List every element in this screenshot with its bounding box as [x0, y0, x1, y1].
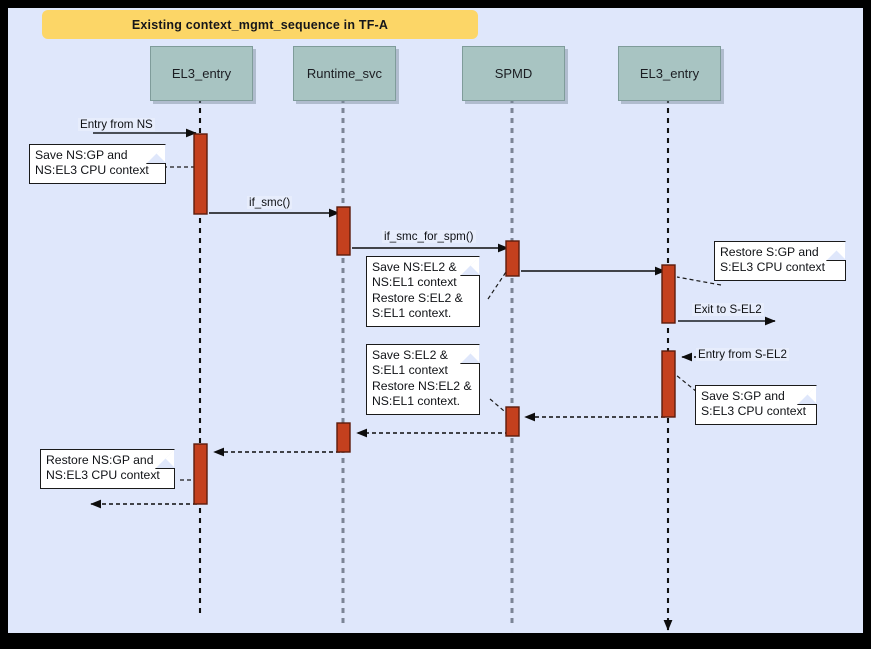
note-text: Save NS:GP and NS:EL3 CPU context [35, 148, 149, 178]
actor-label: Runtime_svc [306, 66, 383, 81]
note-text: Save S:EL2 & S:EL1 context Restore NS:EL… [372, 348, 472, 409]
note-text: Save S:GP and S:EL3 CPU context [701, 389, 806, 419]
note-save-ns-el2: Save NS:EL2 & NS:EL1 context Restore S:E… [366, 256, 480, 327]
actor-spmd[interactable]: SPMD [462, 46, 565, 101]
diagram-canvas: Existing context_mgmt_sequence in TF-A [8, 8, 863, 633]
activation-el3-entry-left-1 [193, 133, 208, 215]
message-label-exit-to-s-el2: Exit to S-EL2 [692, 303, 764, 316]
actor-el3-entry-right[interactable]: EL3_entry [618, 46, 721, 101]
message-label-if-smc: if_smc() [247, 196, 293, 209]
message-label-if-smc-for-spm: if_smc_for_spm() [382, 230, 476, 243]
actor-el3-entry-left[interactable]: EL3_entry [150, 46, 253, 101]
message-label-entry-from-s-el2: Entry from S-EL2 [696, 348, 789, 361]
note-save-s-gp: Save S:GP and S:EL3 CPU context [695, 385, 817, 425]
note-text: Restore S:GP and S:EL3 CPU context [720, 245, 825, 275]
actor-label: EL3_entry [639, 66, 700, 81]
note-save-ns-gp: Save NS:GP and NS:EL3 CPU context [29, 144, 166, 184]
activation-spmd-1 [505, 240, 520, 277]
note-connector-save-s-gp [675, 374, 703, 397]
note-text: Restore NS:GP and NS:EL3 CPU context [46, 453, 160, 483]
actor-label: EL3_entry [171, 66, 232, 81]
actor-runtime-svc[interactable]: Runtime_svc [293, 46, 396, 101]
activation-spmd-2 [505, 406, 520, 437]
activation-runtime-svc-1 [336, 206, 351, 256]
diagram-title: Existing context_mgmt_sequence in TF-A [131, 17, 389, 32]
note-restore-s-gp: Restore S:GP and S:EL3 CPU context [714, 241, 846, 281]
activation-el3-entry-left-2 [193, 443, 208, 505]
note-text: Save NS:EL2 & NS:EL1 context Restore S:E… [372, 260, 463, 321]
note-restore-ns-gp: Restore NS:GP and NS:EL3 CPU context [40, 449, 175, 489]
activation-runtime-svc-2 [336, 422, 351, 453]
note-connector-restore-s-gp [676, 276, 722, 286]
activation-el3-entry-right-1 [661, 264, 676, 324]
activation-el3-entry-right-2 [661, 350, 676, 418]
actor-label: SPMD [494, 66, 533, 81]
note-save-s-el2: Save S:EL2 & S:EL1 context Restore NS:EL… [366, 344, 480, 415]
message-label-entry-from-ns: Entry from NS [78, 118, 155, 131]
diagram-title-bar: Existing context_mgmt_sequence in TF-A [42, 10, 478, 39]
